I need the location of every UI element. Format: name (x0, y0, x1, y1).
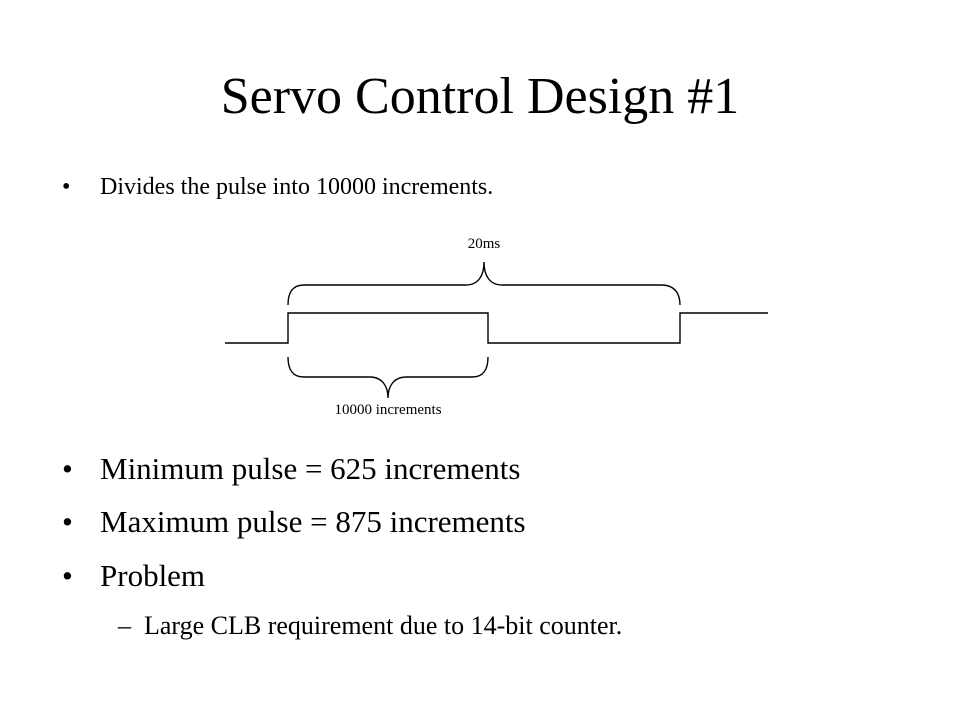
bullet-dot: • (62, 504, 73, 539)
increments-label: 10000 increments (334, 402, 441, 418)
period-label: 20ms (468, 236, 501, 252)
sub-bullet-dash: – (118, 611, 131, 640)
bottom-brace (287, 356, 489, 399)
bullet-text: Minimum pulse = 625 increments (100, 451, 521, 486)
bullet-dot: • (62, 451, 73, 486)
pulse-waveform (225, 312, 768, 344)
slide-title: Servo Control Design #1 (220, 68, 740, 125)
bullet-dot: • (62, 174, 71, 200)
bullet-dot: • (62, 558, 73, 593)
top-brace (287, 261, 681, 306)
bullet-text: Divides the pulse into 10000 increments. (100, 174, 494, 200)
sub-bullet-text: Large CLB requirement due to 14-bit coun… (144, 611, 623, 640)
bullet-text: Maximum pulse = 875 increments (100, 504, 526, 539)
bullet-text: Problem (100, 558, 206, 593)
